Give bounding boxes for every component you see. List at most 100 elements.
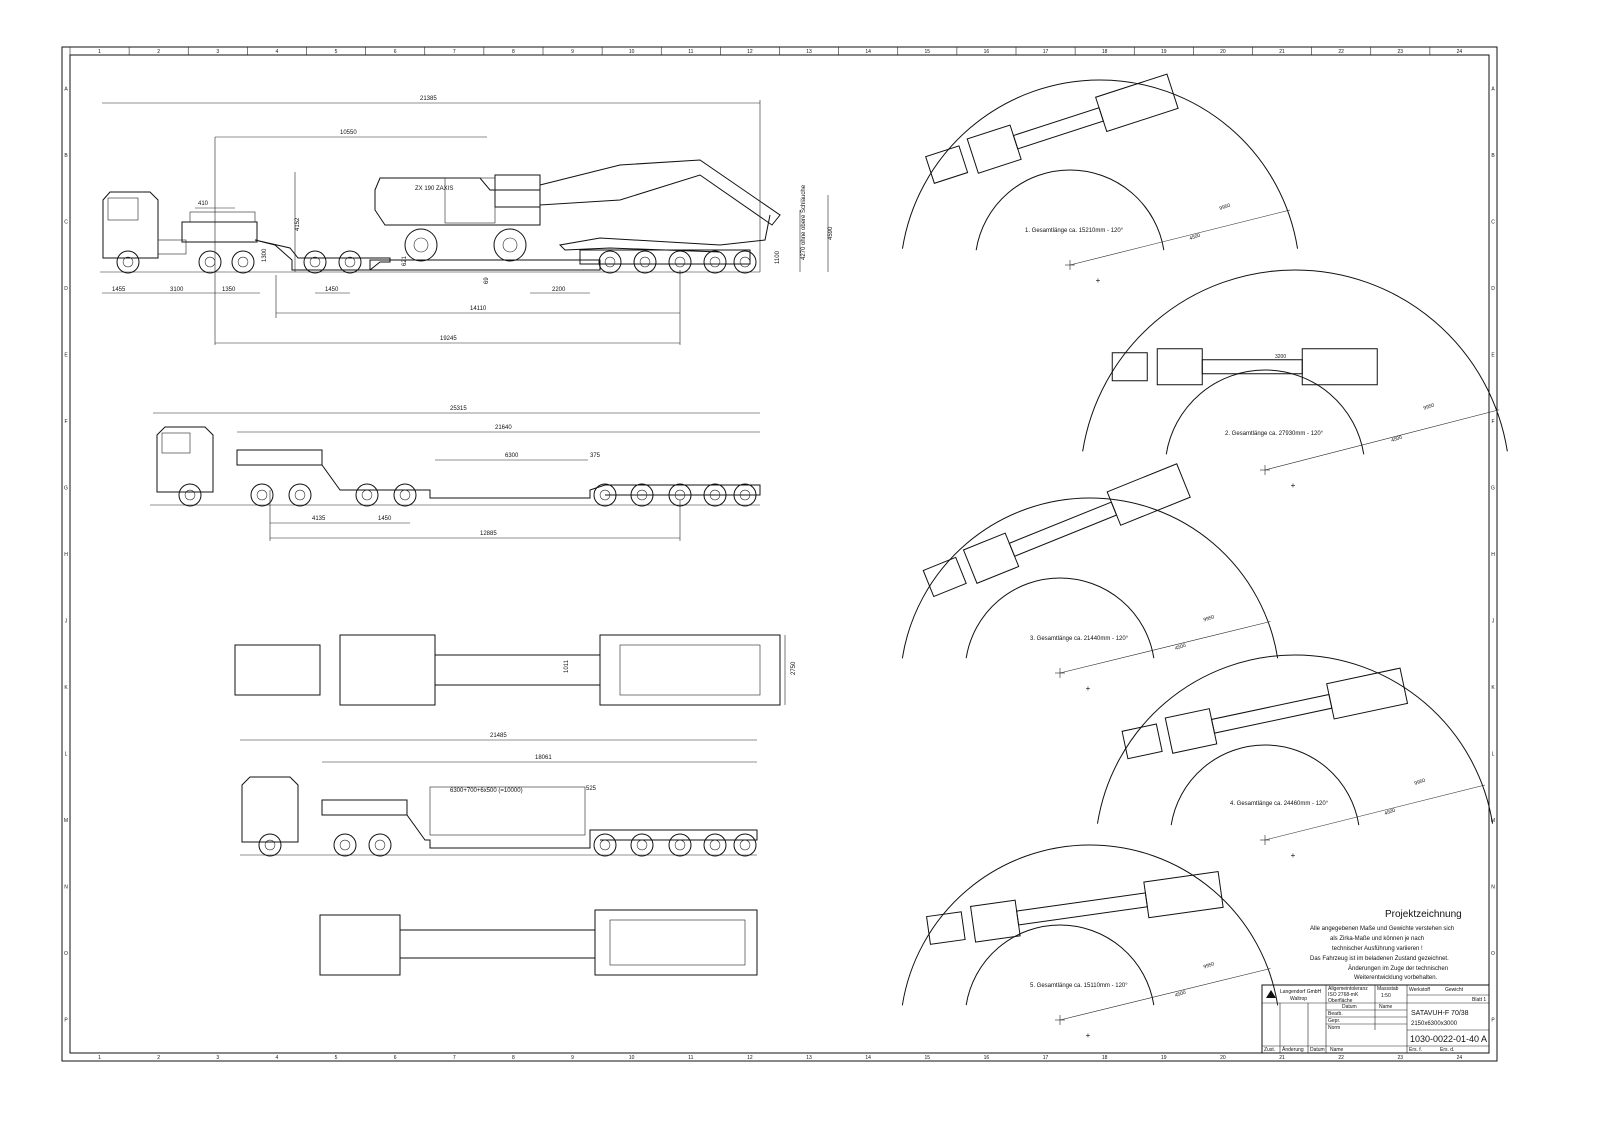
dimensions: 25315 21640 6300 375 4135 1450 12885: [153, 406, 760, 541]
outer-arc: [1082, 269, 1508, 452]
dim-axle-spacing: 1450: [325, 287, 339, 293]
wheel-hub: [709, 839, 721, 851]
outer-arc: [901, 79, 1299, 249]
wheel: [703, 833, 727, 857]
dim-bed: 69: [484, 277, 490, 284]
note-change-line: Weiterentwicklung vorbehalten.: [1354, 975, 1438, 981]
dim-overall: 21485: [490, 733, 507, 739]
wheel-hub: [399, 489, 411, 501]
wheel-hub: [344, 256, 356, 268]
column-label: 1: [98, 49, 101, 55]
inner-arc: [965, 924, 1155, 1006]
wheel: [258, 833, 282, 857]
wheel: [338, 250, 362, 274]
wheel-hub: [599, 489, 611, 501]
column-label: 14: [865, 49, 871, 55]
pivot-mark: +: [1291, 851, 1296, 860]
wheel: [231, 250, 255, 274]
row-label: B: [1491, 153, 1495, 159]
row-label: K: [64, 685, 68, 691]
row-label: L: [1492, 752, 1495, 758]
company-city: Waltrop: [1290, 996, 1307, 1002]
wheel: [178, 483, 202, 507]
row-label: F: [1491, 419, 1494, 425]
title-block: Langendorf GmbH Waltrop Allgemeintoleran…: [1261, 984, 1490, 1054]
product-name: SATAVUH-F 70/38: [1411, 1010, 1469, 1017]
turning-circle-3: +3. Gesamtlänge ca. 21440mm - 120°995045…: [901, 463, 1279, 693]
row-label: M: [64, 818, 68, 824]
column-label: 13: [806, 49, 812, 55]
column-label: 20: [1220, 49, 1226, 55]
tolerance-value: ISO 2768-mK: [1328, 992, 1359, 998]
inner-arc: [965, 577, 1155, 659]
column-label: 13: [806, 1055, 812, 1061]
row-label: P: [1491, 1018, 1495, 1024]
rev-header: Name: [1330, 1047, 1344, 1053]
turning-circle-2: +2. Gesamtlänge ca. 27930mm - 120°995045…: [1082, 269, 1508, 490]
pivot-mark: +: [1086, 1031, 1091, 1040]
turning-label: 4. Gesamtlänge ca. 24460mm - 120°: [1230, 801, 1329, 807]
dim-kingpin-rear: 10550: [340, 130, 357, 136]
dim-rear-span: 2200: [552, 287, 566, 293]
notes-title: Projektzeichnung: [1385, 909, 1462, 920]
pivot-mark: +: [1086, 684, 1091, 693]
dim-kp-axle: 4135: [312, 516, 326, 522]
dim-axle-spacing: 1450: [378, 516, 392, 522]
dim-ground-clear: 621: [402, 255, 408, 266]
wheel-hub: [264, 839, 276, 851]
turning-circle-1: +1. Gesamtlänge ca. 15210mm - 120°995045…: [901, 73, 1299, 285]
row-label: K: [1491, 685, 1495, 691]
dim-height-no-hoses: 4270 ohne obere Schläuche: [801, 184, 807, 260]
radius-line: [1069, 209, 1291, 266]
tractor-unit: [102, 191, 258, 259]
row-label: G: [64, 485, 68, 491]
tractor-cab: [156, 426, 214, 493]
name-label: Name: [1379, 1004, 1393, 1010]
wheels: [116, 250, 757, 274]
pivot-mark: +: [1096, 276, 1101, 285]
wheel-hub: [739, 839, 751, 851]
radius-line: [1059, 968, 1271, 1021]
drawing-number: 1030-0022-01-40 A: [1410, 1034, 1487, 1044]
rev-header: Datum: [1310, 1047, 1325, 1053]
column-label: 6: [394, 49, 397, 55]
material-label: Werkstoff: [1409, 987, 1431, 993]
dim-overall: 25315: [450, 406, 467, 412]
column-label: 19: [1161, 1055, 1167, 1061]
wheel-hub: [674, 489, 686, 501]
inner-radius-label: 4500: [1384, 808, 1397, 817]
wheel: [633, 250, 657, 274]
weight-label: Gewicht: [1445, 987, 1464, 993]
dim-bed: 6300: [505, 453, 519, 459]
wheel: [733, 483, 757, 507]
row-label: A: [64, 86, 68, 92]
row-label: C: [1491, 219, 1495, 225]
column-label: 7: [453, 49, 456, 55]
dim-width: 2750: [791, 661, 797, 675]
wheel: [355, 483, 379, 507]
column-label: 22: [1338, 1055, 1344, 1061]
checked-label: Gepr.: [1328, 1018, 1340, 1024]
wheel: [393, 483, 417, 507]
wheel: [250, 483, 274, 507]
view-side-empty: 25315 21640 6300 375 4135 1450 12885: [150, 406, 761, 541]
dim-front-overhang: 1455: [112, 287, 126, 293]
wheel: [668, 250, 692, 274]
row-label: J: [1492, 619, 1495, 625]
wheel: [116, 250, 140, 274]
row-label: G: [1491, 485, 1495, 491]
wheel: [668, 833, 692, 857]
wheels: [178, 483, 757, 507]
dim-step: 375: [590, 453, 601, 459]
row-label: O: [1491, 951, 1495, 957]
wheel-hub: [237, 256, 249, 268]
replaced-by-label: Ers. d.: [1440, 1047, 1454, 1053]
dim-tandem: 1350: [222, 287, 236, 293]
dim-step: 525: [586, 786, 597, 792]
column-label: 1: [98, 1055, 101, 1061]
dim-wheelbase: 3100: [170, 287, 184, 293]
wheel: [703, 483, 727, 507]
column-label: 6: [394, 1055, 397, 1061]
wheel: [733, 250, 757, 274]
wheel-hub: [599, 839, 611, 851]
